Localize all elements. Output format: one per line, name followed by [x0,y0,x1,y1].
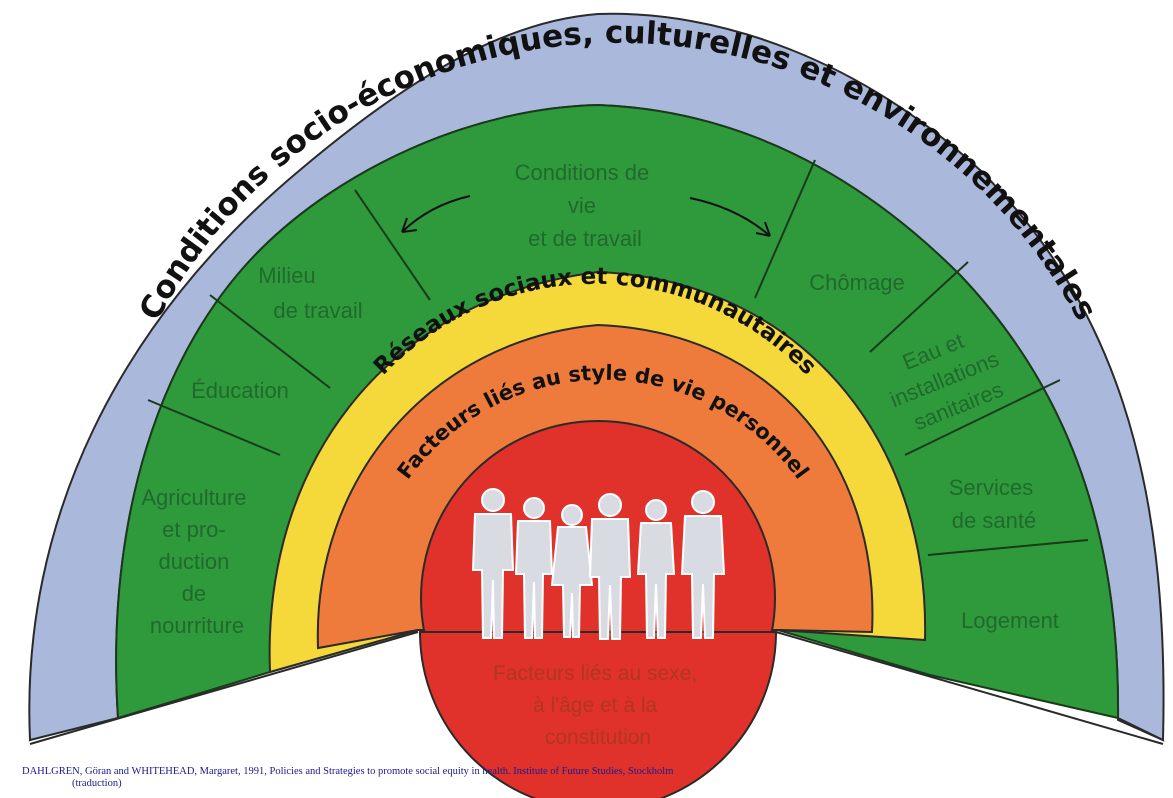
sector-housing-label: Logement [961,608,1059,633]
citation-line-2: (traduction) [72,778,122,789]
arrow-right-icon [689,197,771,237]
sector-dividers [147,159,1089,556]
citation-line-1: DAHLGREN, Göran and WHITEHEAD, Margaret,… [22,766,674,777]
source-citation: DAHLGREN, Göran and WHITEHEAD, Margaret,… [22,766,1142,790]
core-label: Facteurs liés au sexe, à l'âge et à la c… [493,662,703,749]
sector-health-services-label: Services de santé [949,475,1039,533]
base-ground [0,634,1163,798]
sector-work-environment-label: Milieu de travail [258,263,362,323]
core-bottom [418,631,778,798]
sector-agriculture-label: Agriculture et pro- duction de nourritur… [141,485,252,638]
people-figures-icon [471,488,726,640]
sector-unemployment-label: Chômage [809,270,904,295]
arrow-left-icon [401,195,471,233]
sector-education-label: Éducation [191,378,289,403]
sector-living-conditions-label: Conditions de vie et de travail [515,160,656,251]
